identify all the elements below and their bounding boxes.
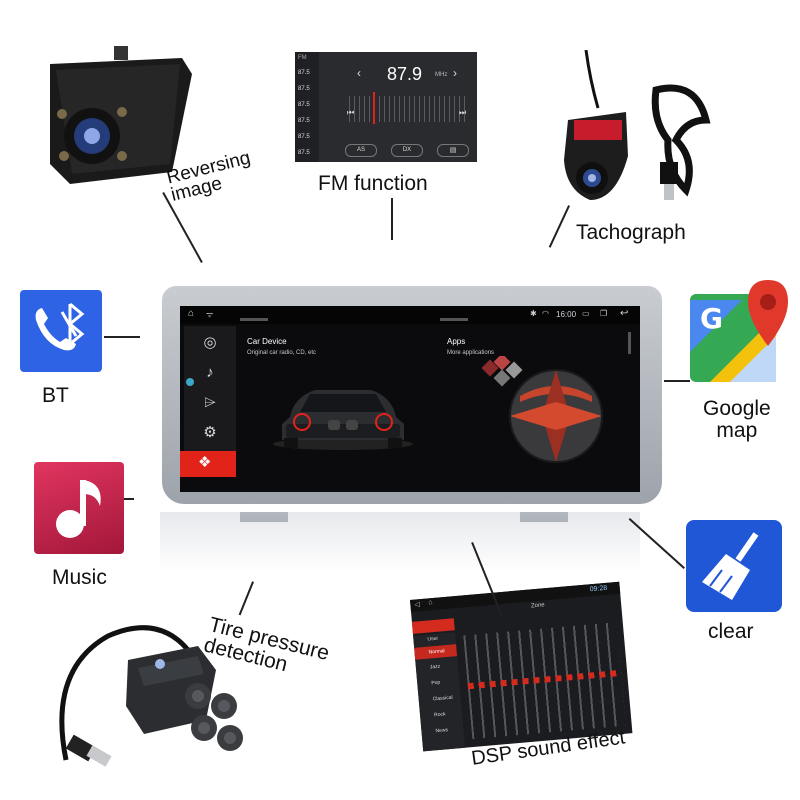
apps-grid-button[interactable]: ❖ [180, 451, 236, 477]
scrollbar[interactable] [628, 332, 631, 354]
fm-preset[interactable]: 87.5 [298, 102, 310, 108]
dsp-time: 09:28 [589, 584, 608, 594]
pointer-line-google [664, 380, 690, 382]
bt-label: BT [42, 384, 69, 407]
tire-pressure-kit-image [59, 625, 243, 767]
page-indicator [186, 378, 194, 386]
music-label: Music [52, 566, 107, 589]
music-tile [34, 462, 124, 554]
fm-preset[interactable]: 87.5 [298, 70, 310, 76]
settings-icon[interactable]: ⚙ [203, 424, 217, 441]
pointer-line-tachograph [549, 205, 570, 248]
fm-eq-icon[interactable]: ▤ [437, 144, 469, 157]
card-right-title[interactable]: Apps [447, 337, 466, 346]
dsp-zone-tab[interactable]: Zone [530, 602, 545, 610]
pointer-line-fm [391, 198, 393, 240]
fm-screen: FM 87.5 87.5 87.5 87.5 87.5 87.5 ‹ 87.9 … [295, 52, 477, 162]
pointer-line-music [124, 498, 134, 500]
card-right-subtitle: More applications [447, 350, 495, 356]
google-map-label: Google map [703, 397, 771, 442]
fm-band: FM [298, 55, 307, 61]
dsp-screen: ◁ ⌂ 09:28 Zone User Normal Jazz Pop Clas… [410, 581, 633, 752]
google-map-icon: G [690, 280, 788, 382]
dsp-preset[interactable]: Pop [431, 679, 441, 687]
fm-function-label: FM function [318, 172, 428, 195]
fm-preset[interactable]: 87.5 [298, 150, 310, 156]
fm-tuner-scale[interactable] [349, 96, 465, 122]
bluetooth-small-icon: ✱ [530, 309, 537, 318]
wifi-icon: ◠ [542, 309, 549, 318]
status-bar: ⌂ ᯤ ✱ ◠ 16:00 ▭ ❐ ↩ [180, 306, 640, 324]
multiwindow-icon[interactable]: ❐ [600, 309, 608, 318]
fm-tuner-needle [373, 92, 375, 124]
dsp-tab-eq[interactable] [411, 618, 455, 634]
back-icon[interactable]: ↩ [620, 308, 629, 319]
cast-icon[interactable]: ⌲ [204, 394, 216, 411]
card-tab-right [440, 318, 468, 321]
tachograph-image [564, 50, 711, 200]
fm-next-icon[interactable]: › [453, 66, 457, 80]
dsp-preset[interactable]: Rock [433, 711, 446, 719]
fm-preset-list [295, 52, 319, 162]
dsp-preset[interactable]: Classical [432, 694, 453, 703]
music-note-large-icon [56, 480, 101, 538]
bt-tile [20, 290, 102, 372]
apps-grid-icon: ❖ [198, 454, 212, 471]
dsp-home-icon[interactable]: ⌂ [428, 599, 433, 607]
dsp-status-bar: ◁ ⌂ 09:28 [410, 581, 621, 612]
fm-prev-icon[interactable]: ‹ [357, 66, 361, 80]
fm-frequency: 87.9 [387, 64, 423, 84]
music-note-icon[interactable]: ♪ [206, 364, 214, 381]
fm-unit: MHz [435, 72, 448, 78]
clear-tile [686, 520, 782, 612]
dsp-preset[interactable]: News [435, 727, 449, 735]
fm-preset[interactable]: 87.5 [298, 86, 310, 92]
screen-icon[interactable]: ▭ [582, 309, 590, 318]
broom-icon [702, 532, 759, 600]
dsp-preset[interactable]: Jazz [429, 663, 441, 671]
pointer-line-bt [104, 336, 140, 338]
navigation-icon[interactable]: ◎ [203, 334, 217, 351]
fm-seek-forward-icon[interactable]: ⏭ [459, 108, 467, 117]
fm-seek-back-icon[interactable]: ⏮ [347, 108, 355, 117]
card-tab-left [240, 318, 268, 321]
home-icon[interactable]: ⌂ [188, 308, 195, 319]
status-time: 16:00 [556, 310, 577, 319]
fm-preset[interactable]: 87.5 [298, 118, 310, 124]
dsp-preset[interactable]: User [427, 635, 439, 643]
dsp-back-icon[interactable]: ◁ [414, 601, 421, 609]
reflection [160, 512, 640, 572]
card-left-subtitle: Original car radio, CD, etc [247, 350, 317, 356]
clear-label: clear [708, 620, 754, 643]
tachograph-label: Tachograph [576, 221, 686, 244]
car-image[interactable] [270, 362, 416, 452]
signal-icon: ᯤ [206, 310, 214, 319]
card-left-title[interactable]: Car Device [247, 337, 287, 346]
svg-text:G: G [700, 302, 723, 335]
apps-sphere-icon[interactable] [480, 356, 610, 466]
dsp-preset-list: User Normal Jazz Pop Classical Rock News [413, 632, 466, 752]
fm-dx-button[interactable]: DX [391, 144, 423, 157]
fm-as-button[interactable]: AS [345, 144, 377, 157]
fm-preset[interactable]: 87.5 [298, 134, 310, 140]
reversing-camera-image [50, 46, 192, 184]
phone-bluetooth-icon [35, 302, 85, 351]
